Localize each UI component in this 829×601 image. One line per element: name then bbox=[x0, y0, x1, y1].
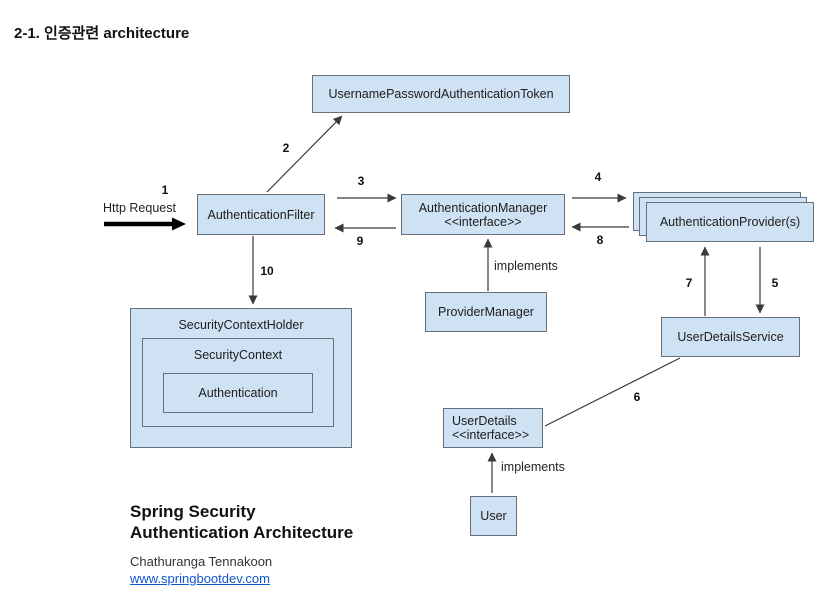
node-stereotype: <<interface>> bbox=[452, 428, 530, 442]
node-user-details: UserDetails <<interface>> bbox=[443, 408, 543, 448]
edge-label-2: 2 bbox=[282, 141, 290, 155]
node-label: SecurityContext bbox=[193, 348, 283, 362]
node-provider-manager: ProviderManager bbox=[425, 292, 547, 332]
node-stereotype: <<interface>> bbox=[444, 214, 522, 229]
node-authentication-providers: AuthenticationProvider(s) bbox=[646, 202, 814, 242]
footer-website-link[interactable]: www.springbootdev.com bbox=[130, 571, 270, 586]
node-label: UsernamePasswordAuthenticationToken bbox=[328, 87, 554, 101]
edge-label-7: 7 bbox=[685, 276, 693, 290]
implements-label-userdetails: implements bbox=[501, 460, 565, 474]
node-label: AuthenticationFilter bbox=[207, 207, 315, 222]
edge-label-1: 1 bbox=[161, 183, 169, 197]
node-user-details-service: UserDetailsService bbox=[661, 317, 800, 357]
node-label: AuthenticationManager bbox=[418, 200, 548, 215]
edge-label-8: 8 bbox=[596, 233, 604, 247]
implements-label-manager: implements bbox=[494, 259, 558, 273]
footer-heading-line2: Authentication Architecture bbox=[130, 523, 354, 542]
node-label: Authentication bbox=[198, 386, 278, 400]
footer-heading-line1: Spring Security bbox=[130, 502, 256, 521]
edge-label-4: 4 bbox=[594, 170, 602, 184]
footer-author: Chathuranga Tennakoon bbox=[130, 554, 273, 569]
edge-label-3: 3 bbox=[357, 174, 365, 188]
footer-heading: Spring Security Authentication Architect… bbox=[130, 501, 353, 543]
node-label: UserDetails bbox=[452, 414, 517, 428]
node-label: User bbox=[480, 509, 507, 523]
node-label: ProviderManager bbox=[438, 305, 534, 319]
edge-label-6: 6 bbox=[633, 390, 641, 404]
node-authentication: Authentication bbox=[163, 373, 313, 413]
node-label: SecurityContextHolder bbox=[178, 318, 304, 332]
edge-label-9: 9 bbox=[356, 234, 364, 248]
node-authentication-manager: AuthenticationManager <<interface>> bbox=[401, 194, 565, 235]
edge-label-5: 5 bbox=[771, 276, 779, 290]
page-title: 2-1. 인증관련 architecture bbox=[14, 25, 190, 42]
http-request-label: Http Request bbox=[103, 201, 176, 215]
node-user: User bbox=[470, 496, 517, 536]
node-authentication-filter: AuthenticationFilter bbox=[197, 194, 325, 235]
edge-label-10: 10 bbox=[260, 264, 274, 278]
node-label: UserDetailsService bbox=[677, 330, 784, 344]
node-label: AuthenticationProvider(s) bbox=[659, 215, 801, 229]
node-username-password-authentication-token: UsernamePasswordAuthenticationToken bbox=[312, 75, 570, 113]
